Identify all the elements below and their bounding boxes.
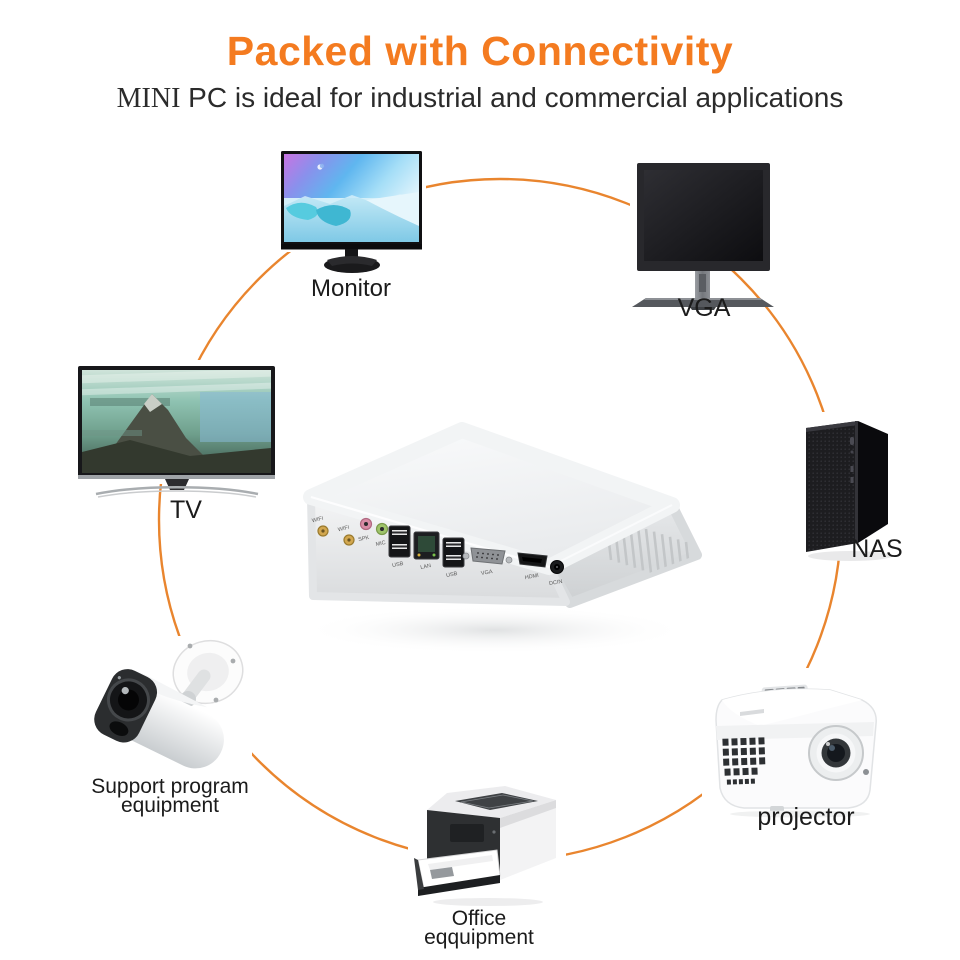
usb-label: USB: [446, 571, 459, 579]
tv-label: TV: [170, 496, 202, 524]
camera-plate-screw: [187, 643, 193, 649]
dcin-label: DCIN: [549, 579, 563, 587]
monitor-label: Monitor: [310, 275, 392, 302]
mini-pc-ports: WIFI WIFI SPK MIC USB LAN USB: [311, 516, 564, 587]
tv-screen-art: [82, 370, 271, 473]
page-title: Packed with Connectivity: [226, 28, 734, 74]
camera-plate-screw: [213, 697, 219, 703]
printer-label-line2: eqquipment: [424, 926, 534, 950]
vga-label: VGA: [677, 294, 731, 322]
camera-label-line1: Support program: [91, 775, 249, 798]
camera-label: Support program equipment: [91, 775, 249, 818]
vga-screw: [505, 556, 513, 564]
vga-stand-base: [632, 298, 774, 307]
vga-screen: [644, 170, 763, 261]
projector-indicator: [863, 769, 869, 775]
wifi-port-label: WIFI: [311, 516, 324, 525]
vga-port-icon: [470, 547, 506, 565]
nas-power-button: [850, 437, 854, 445]
hdmi-label: HDMI: [524, 573, 539, 581]
page-subtitle: MINI PC is ideal for industrial and comm…: [0, 82, 960, 115]
tv-stand-legs: [95, 486, 259, 496]
projector-illustration: [702, 668, 912, 818]
projector-vent-grid: [722, 737, 766, 785]
usb-label: USB: [392, 561, 405, 569]
subtitle-mini: MINI: [116, 83, 181, 114]
camera-illustration: [80, 636, 252, 776]
nas-label: NAS: [851, 535, 903, 563]
nas-front-face: [806, 421, 858, 552]
projector-label: projector: [757, 803, 855, 831]
monitor-illustration: [276, 146, 426, 273]
printer-illustration: [408, 780, 566, 906]
camera-plate-screw: [230, 658, 236, 664]
mini-pc-illustration: WIFI WIFI SPK MIC USB LAN USB: [300, 422, 702, 654]
mini-pc-reflection: [300, 606, 690, 654]
printer-label-line1: Office: [451, 907, 507, 930]
camera-body: [94, 669, 224, 769]
printer-label: Office eqquipment: [424, 907, 534, 950]
monitor-screen-art: [284, 163, 419, 242]
nas-side-face: [858, 421, 888, 543]
tv-illustration: [70, 360, 280, 498]
camera-pir-sensor: [109, 721, 129, 736]
printer-top-vent: [455, 793, 538, 810]
lan-label: LAN: [420, 563, 432, 571]
vga-screw: [462, 552, 470, 560]
mic-label: MIC: [375, 540, 386, 548]
monitor-bottom-bezel: [281, 244, 422, 250]
printer-paper-tab: [430, 867, 454, 879]
subtitle-rest: PC is ideal for industrial and commercia…: [180, 82, 844, 113]
spk-label: SPK: [358, 535, 370, 543]
tv-bottom-bezel: [78, 475, 275, 479]
vga-label: VGA: [481, 569, 494, 577]
nas-illustration: [795, 412, 907, 561]
printer-tray-edge: [418, 875, 500, 896]
camera-label-line2: equipment: [120, 794, 220, 818]
vga-monitor-illustration: [630, 156, 778, 310]
wifi-port-label: WIFI: [337, 525, 350, 534]
